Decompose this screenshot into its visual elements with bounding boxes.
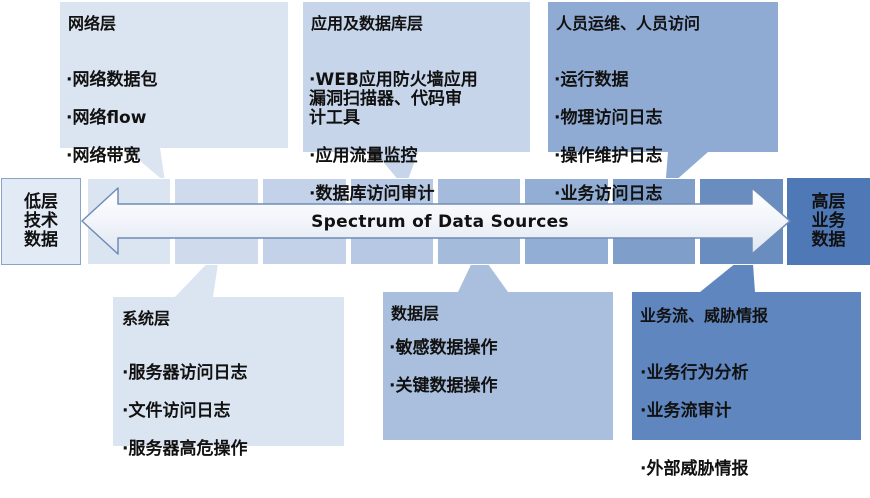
callout-personnel-items: ·运行数据 ·物理访问日志 ·操作维护日志 ·业务访问日志 [554, 52, 662, 223]
callout-personnel-shape [548, 2, 778, 190]
callout-network-items: ·网络数据包 ·网络flow ·网络带宽 [66, 52, 157, 185]
callout-shapes [60, 2, 861, 446]
callout-personnel-title: 人员运维、人员访问 [556, 14, 701, 33]
callout-business-shape [632, 250, 861, 440]
callout-network-title: 网络层 [68, 14, 117, 33]
callout-app-db-items: ·WEB应用防火墙应用 漏洞扫描器、代码审 计工具 ·应用流量监控 ·数据库访问… [309, 52, 478, 223]
list-item: ·业务访问日志 [554, 184, 663, 204]
list-item: ·操作维护日志 [554, 146, 663, 166]
low-level-data-label: 低层 技术 数据 [24, 192, 58, 250]
list-item: ·服务器高危操作 [122, 439, 248, 459]
callout-app-db-title: 应用及数据库层 [311, 14, 424, 33]
list-item: ·网络带宽 [66, 146, 141, 166]
list-item: ·服务器访问日志 [122, 363, 248, 383]
list-item: ·业务行为分析 [640, 363, 749, 383]
high-level-data-label: 高层 业务 数据 [811, 192, 846, 250]
list-item: ·运行数据 [554, 70, 629, 90]
list-item: ·业务流审计 [640, 401, 732, 421]
high-level-data-box: 高层 业务 数据 [787, 178, 870, 265]
list-item: ·数据库访问审计 [309, 184, 435, 204]
callout-system-items: ·服务器访问日志 ·文件访问日志 ·服务器高危操作 [122, 345, 247, 478]
list-item: ·WEB应用防火墙应用 漏洞扫描器、代码审 计工具 [309, 70, 478, 128]
list-item: ·网络数据包 [66, 70, 158, 90]
callout-data-items: ·敏感数据操作 ·关键数据操作 [389, 320, 497, 415]
spectrum-arrow [81, 187, 791, 255]
callout-network-shape [60, 2, 288, 182]
callout-data-title: 数据层 [391, 304, 440, 323]
double-arrow-shape [81, 187, 791, 255]
list-item: ·网络flow [66, 108, 147, 128]
list-item: ·文件访问日志 [122, 401, 231, 421]
list-item: ·物理访问日志 [554, 108, 663, 128]
callout-system-title: 系统层 [122, 309, 171, 328]
list-item: ·外部威胁情报 [640, 459, 749, 479]
list-item: ·敏感数据操作 [389, 338, 498, 358]
callout-app-db-shape [303, 2, 530, 188]
list-item: ·关键数据操作 [389, 376, 498, 396]
spectrum-label: Spectrum of Data Sources [311, 212, 569, 232]
callout-business-items: ·业务行为分析 ·业务流审计 ·外部威胁情报 [640, 345, 748, 498]
list-item: ·应用流量监控 [309, 146, 418, 166]
callout-data-shape [383, 250, 613, 440]
callout-system-shape [113, 250, 344, 446]
callout-business-title: 业务流、威胁情报 [640, 306, 769, 325]
low-level-data-box: 低层 技术 数据 [1, 178, 81, 265]
